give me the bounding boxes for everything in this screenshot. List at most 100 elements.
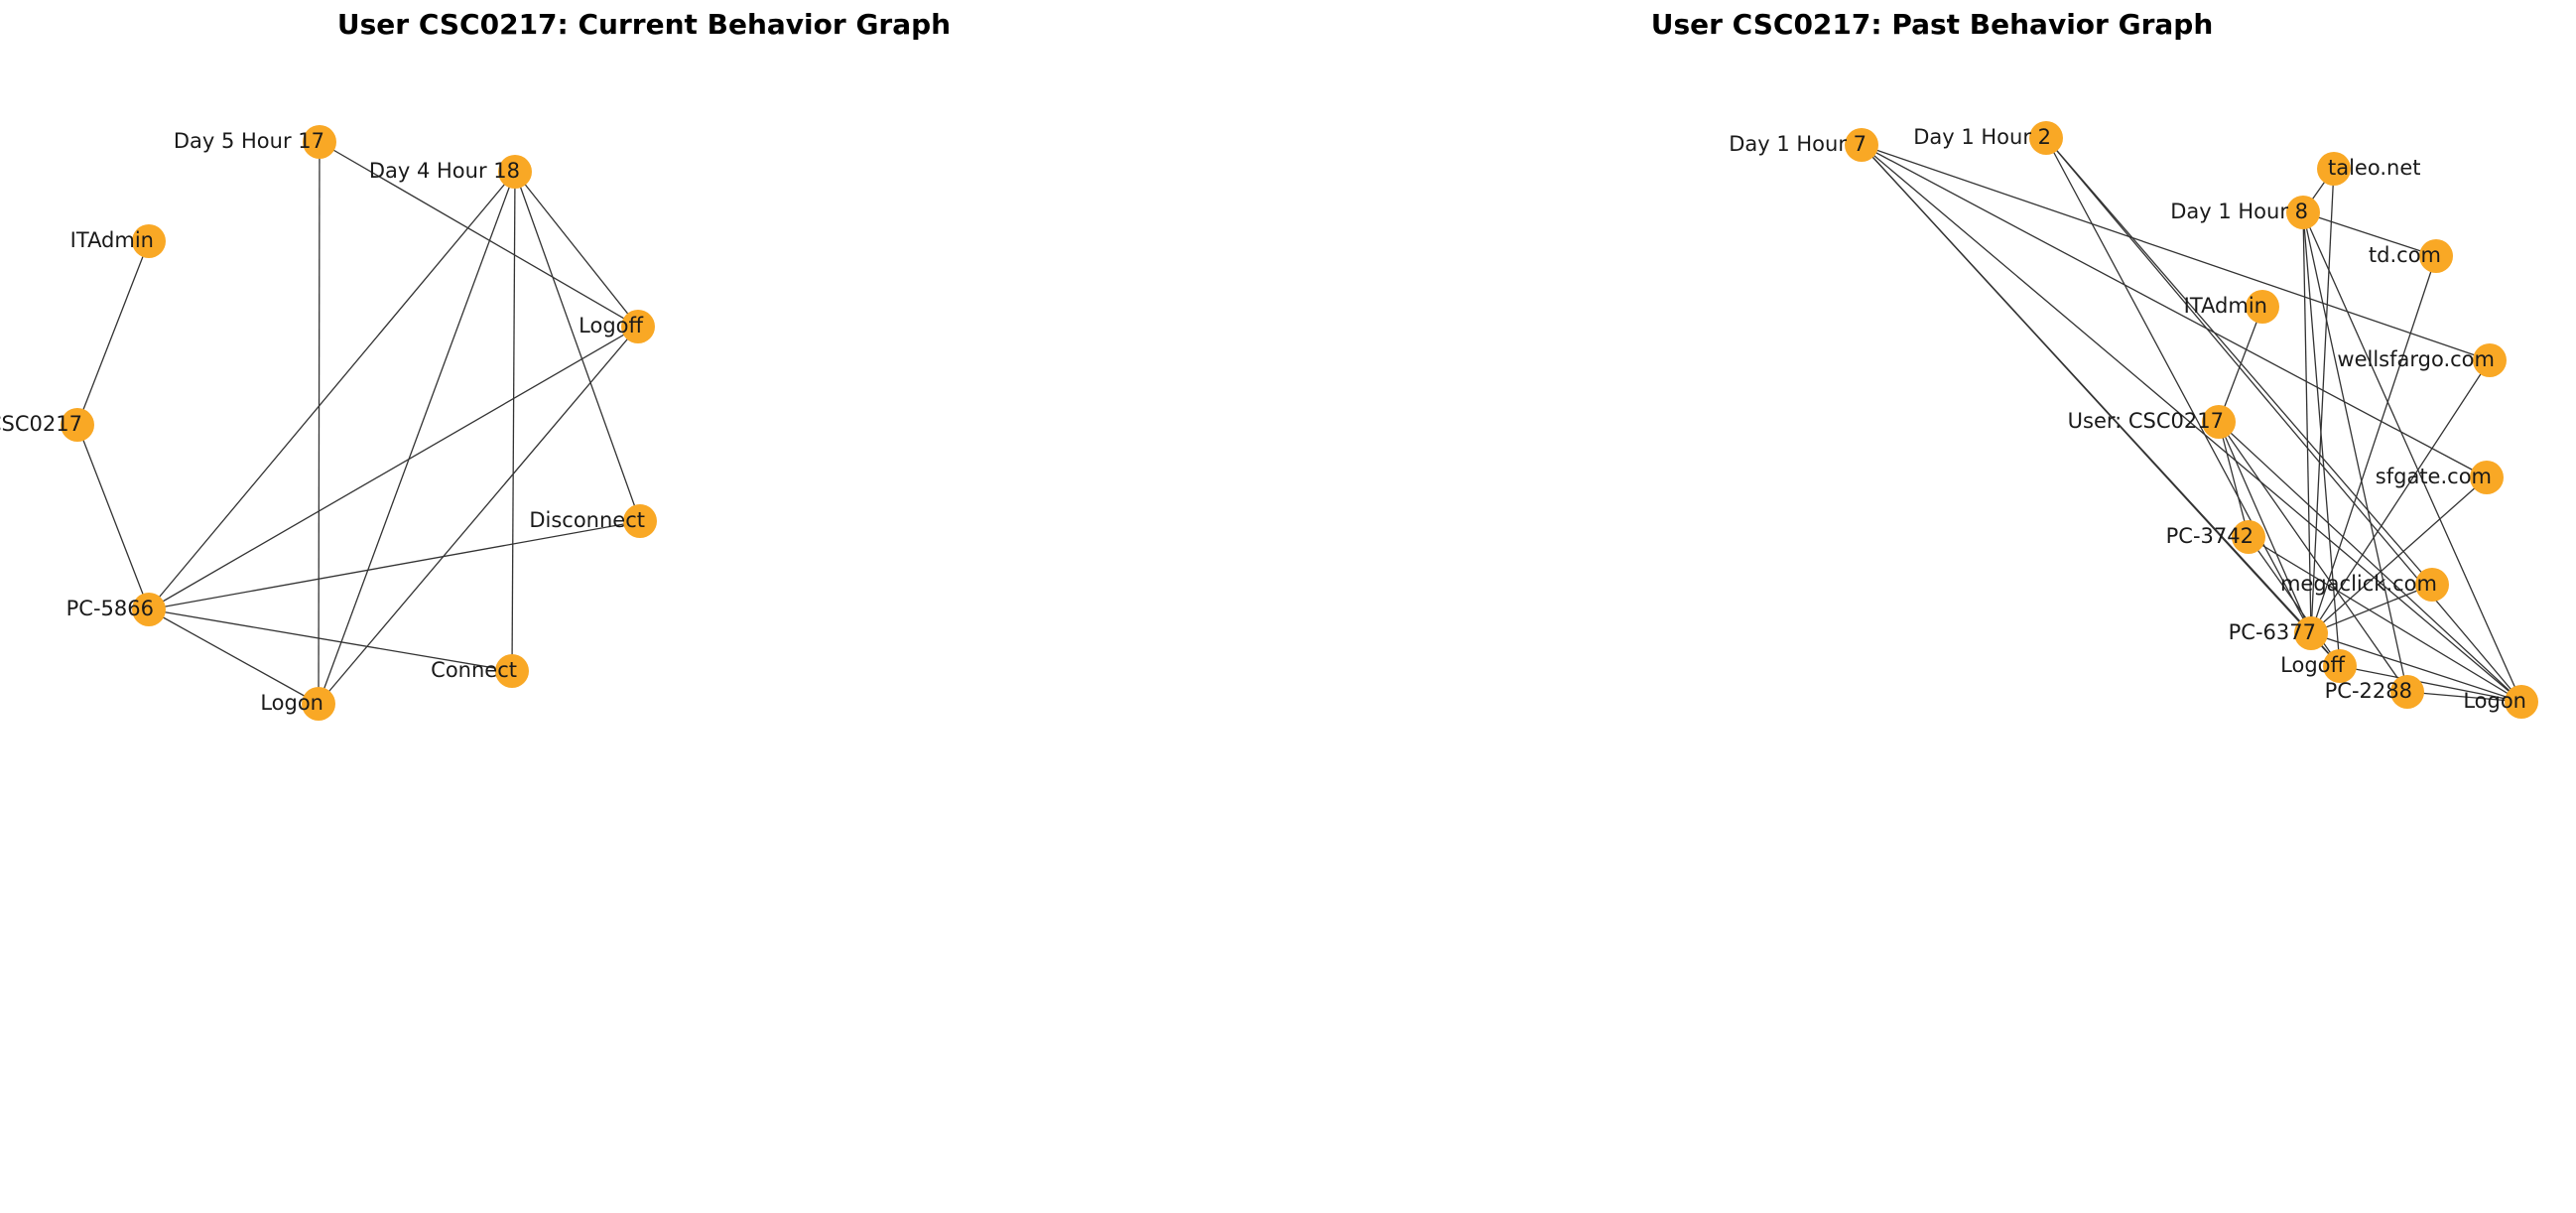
node-circle[interactable] [2415,568,2449,602]
node-circle[interactable] [2317,152,2351,186]
node-label: Day 1 Hour 2 [1913,125,2051,149]
graph-edge [2302,211,2408,693]
graph-edge [76,424,150,610]
node-circle[interactable] [2232,520,2265,554]
node-label: User: CSC0217 [0,412,82,436]
node-circle[interactable] [132,593,166,626]
current-behavior-graph-canvas[interactable]: Day 5 Hour 17 Day 4 Hour 18 ITAdminUser: C… [0,0,1288,1213]
graph-edge [2302,211,2522,703]
graph-node[interactable]: wellsfargo.com [2337,343,2507,377]
graph-edge [1861,144,2312,634]
graph-node[interactable]: Day 4 Hour 18 [369,155,532,189]
graph-node[interactable]: Logoff [579,310,655,343]
graph-edge [1861,144,2491,361]
graph-edge [2406,691,2522,703]
graph-edge [2302,211,2341,667]
graph-node[interactable]: Connect [431,654,529,688]
graph-node[interactable]: PC-5866 [66,593,166,626]
graph-edge [2218,421,2522,703]
node-label: User: CSC0217 [2068,409,2224,433]
graph-edge [514,171,639,328]
past-behavior-panel: User CSC0217: Past Behavior Graph Day 1 … [1288,0,2576,1213]
node-label: Logoff [579,314,643,337]
node-circle[interactable] [2470,461,2504,494]
node-label: Day 1 Hour 7 [1729,132,1867,156]
graph-node[interactable]: td.com [2369,239,2453,273]
node-label: taleo.net [2328,156,2420,180]
graph-edge [2310,255,2437,634]
node-layer: Day 5 Hour 17 Day 4 Hour 18 ITAdminUser: C… [0,125,657,721]
graph-node[interactable]: Day 1 Hour 2 [1913,121,2063,155]
node-circle[interactable] [2505,685,2538,719]
graph-node[interactable]: User: CSC0217 [0,408,94,442]
node-circle[interactable] [623,504,657,538]
node-circle[interactable] [132,224,166,258]
node-label: sfgate.com [2376,465,2492,488]
node-circle[interactable] [2029,121,2063,155]
graph-node[interactable]: megaclick.com [2280,568,2449,602]
graph-edge [148,608,513,672]
node-circle[interactable] [2323,649,2357,683]
node-label: ITAdmin [70,228,154,252]
graph-node[interactable]: PC-6377 [2229,616,2328,650]
graph-edge [318,141,321,705]
graph-node[interactable]: Logon [2463,685,2538,719]
node-label: Day 5 Hour 17 [174,129,324,153]
graph-edge [2310,359,2491,634]
node-circle[interactable] [2294,616,2328,650]
node-label: Logon [2463,689,2526,713]
graph-edge [318,326,639,705]
graph-node[interactable]: ITAdmin [70,224,166,258]
node-circle[interactable] [495,654,529,688]
node-circle[interactable] [1845,128,1878,162]
node-circle[interactable] [621,310,655,343]
graph-node[interactable]: Day 1 Hour 8 [2170,196,2320,229]
graph-edge [2045,137,2312,634]
graph-edge [2218,421,2312,634]
node-circle[interactable] [2246,290,2279,324]
graph-edge [2310,476,2488,634]
graph-node[interactable]: Disconnect [529,504,657,538]
graph-node[interactable]: Day 5 Hour 17 [174,125,336,159]
graph-edge [1861,144,2488,478]
graph-edge [148,171,516,610]
graph-edge [2045,137,2522,703]
graph-node[interactable]: Logon [260,687,335,721]
node-circle[interactable] [2390,675,2424,709]
node-circle[interactable] [498,155,532,189]
current-behavior-panel: User CSC0217: Current Behavior Graph Day… [0,0,1288,1213]
node-circle[interactable] [303,125,336,159]
graph-node[interactable]: Day 1 Hour 7 [1729,128,1878,162]
node-circle[interactable] [2286,196,2320,229]
graph-node[interactable]: sfgate.com [2376,461,2504,494]
graph-edge [2248,536,2522,703]
graph-node[interactable]: PC-2288 [2325,675,2424,709]
node-label: Logon [260,691,323,715]
graph-edge [148,326,639,610]
node-label: Logoff [2280,653,2345,677]
node-circle[interactable] [302,687,335,721]
graph-edge [514,171,641,522]
node-label: ITAdmin [2184,294,2267,318]
node-circle[interactable] [2202,405,2236,439]
node-circle[interactable] [2419,239,2453,273]
graph-edge [2339,665,2522,703]
graph-node[interactable]: taleo.net [2317,152,2420,186]
graph-node[interactable]: Logoff [2280,649,2357,683]
graph-edge [511,171,516,672]
node-label: Day 1 Hour 8 [2170,200,2308,223]
node-circle[interactable] [2473,343,2507,377]
graph-node[interactable]: User: CSC0217 [2068,405,2236,439]
node-label: Day 4 Hour 18 [369,159,520,183]
edge-layer [76,141,641,705]
graph-edge [148,608,320,705]
graph-node[interactable]: ITAdmin [2184,290,2279,324]
graph-edge [148,520,641,610]
node-circle[interactable] [61,408,94,442]
graph-edge [2310,584,2433,634]
graph-edge [2310,168,2335,634]
graph-node[interactable]: PC-3742 [2166,520,2265,554]
graph-edge [2310,632,2522,703]
